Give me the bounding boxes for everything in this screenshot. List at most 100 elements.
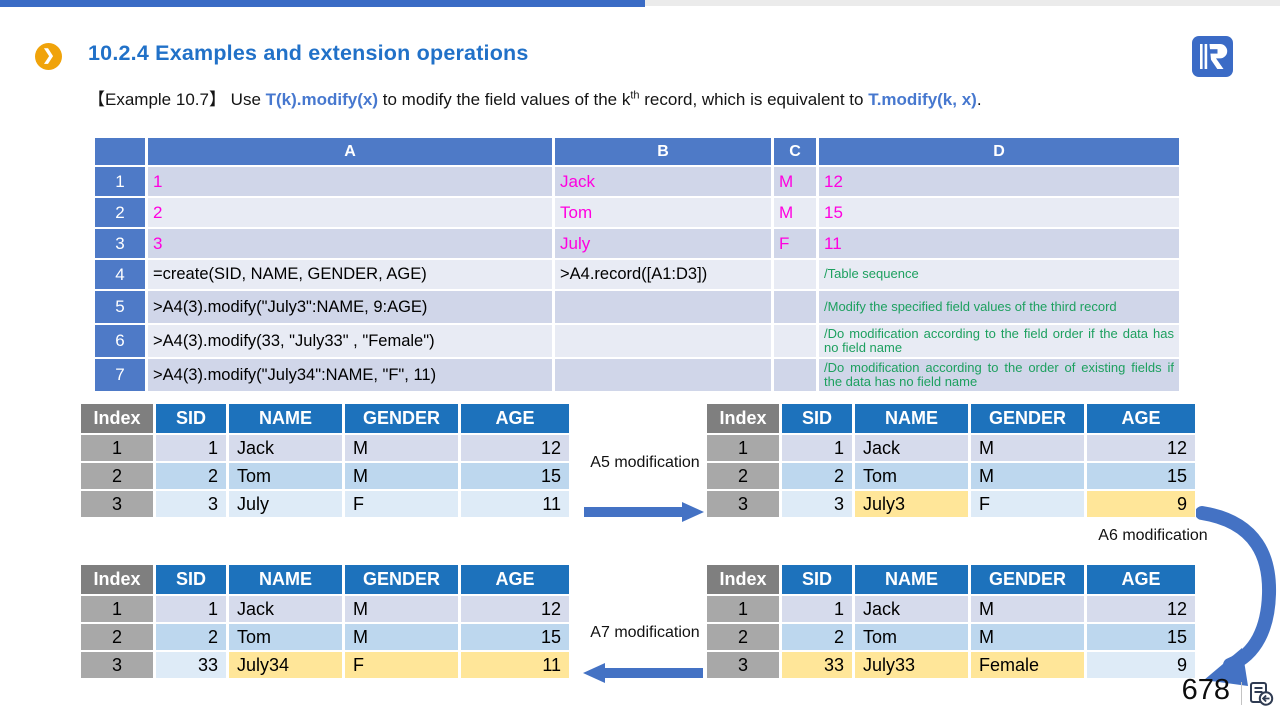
result-cell: 12 [461, 596, 569, 622]
sheet-code-cell: >A4.record([A1:D3]) [555, 260, 771, 289]
result-col-header: NAME [855, 404, 968, 433]
result-cell: M [345, 596, 458, 622]
sheet-code-cell: =create(SID, NAME, GENDER, AGE) [148, 260, 552, 289]
footer-divider [1241, 682, 1242, 705]
sheet-col-header: C [774, 138, 816, 165]
result-col-header: AGE [1087, 565, 1195, 594]
result-cell: 12 [1087, 435, 1195, 461]
sheet-value-cell: 3 [148, 229, 552, 258]
sheet-value-cell: M [774, 198, 816, 227]
result-col-header: Index [81, 404, 153, 433]
sheet-empty-cell [774, 359, 816, 391]
sheet-code-cell: >A4(3).modify("July34":NAME, "F", 11) [148, 359, 552, 391]
sheet-value-cell: Jack [555, 167, 771, 196]
result-modified-cell: July33 [855, 652, 968, 678]
sheet-comment-cell: /Do modification according to the order … [819, 359, 1179, 391]
page-number: 678 [1181, 674, 1230, 706]
top-accent-bar [0, 0, 645, 7]
result-col-header: AGE [1087, 404, 1195, 433]
sheet-corner-cell [95, 138, 145, 165]
result-index-cell: 2 [81, 463, 153, 489]
result-col-header: GENDER [345, 565, 458, 594]
sheet-row-number: 1 [95, 167, 145, 196]
result-cell: 15 [461, 463, 569, 489]
sheet-value-cell: F [774, 229, 816, 258]
result-cell: Tom [855, 624, 968, 650]
result-cell: M [971, 624, 1084, 650]
result-modified-cell: Female [971, 652, 1084, 678]
result-cell: July [229, 491, 342, 517]
result-cell: Jack [855, 435, 968, 461]
sheet-row-number: 4 [95, 260, 145, 289]
sheet-row-number: 7 [95, 359, 145, 391]
sheet-comment-cell: /Do modification according to the field … [819, 325, 1179, 357]
result-index-cell: 1 [81, 596, 153, 622]
result-cell: 33 [156, 652, 226, 678]
sheet-empty-cell [774, 325, 816, 357]
result-index-cell: 3 [81, 652, 153, 678]
result-index-cell: 1 [707, 435, 779, 461]
result-col-header: SID [156, 404, 226, 433]
result-cell: 2 [782, 463, 852, 489]
sheet-code-cell: >A4(3).modify(33, "July33" , "Female") [148, 325, 552, 357]
result-cell: 2 [156, 624, 226, 650]
a5-right-arrow-icon [584, 502, 704, 522]
sheet-value-cell: 1 [148, 167, 552, 196]
ordinal-superscript: th [630, 89, 640, 102]
sheet-code-cell [555, 325, 771, 357]
notes-return-icon[interactable] [1248, 681, 1274, 707]
example-label: 【Example 10.7】 [88, 90, 226, 109]
result-cell: Jack [229, 596, 342, 622]
sheet-comment-cell: /Table sequence [819, 260, 1179, 289]
result-cell: M [971, 463, 1084, 489]
result-cell: Jack [229, 435, 342, 461]
result-cell: Tom [229, 463, 342, 489]
result-col-header: GENDER [971, 404, 1084, 433]
result-cell: 11 [461, 491, 569, 517]
result-modified-cell: F [345, 652, 458, 678]
sheet-code-cell [555, 291, 771, 323]
result-cell: F [971, 491, 1084, 517]
result-cell: F [345, 491, 458, 517]
a7-modification-label: A7 modification [590, 624, 700, 641]
raqsoft-logo-icon [1192, 36, 1233, 77]
result-col-header: NAME [229, 565, 342, 594]
sheet-empty-cell [774, 291, 816, 323]
result-cell: 1 [782, 435, 852, 461]
result-index-cell: 2 [707, 463, 779, 489]
result-index-cell: 3 [707, 491, 779, 517]
result-col-header: SID [156, 565, 226, 594]
sheet-value-cell: 2 [148, 198, 552, 227]
result-cell: 2 [156, 463, 226, 489]
result-modified-cell: 33 [782, 652, 852, 678]
result-col-header: SID [782, 565, 852, 594]
code-ref-1: T(k).modify(x) [265, 90, 379, 109]
top-gray-bar [645, 0, 1280, 6]
sheet-col-header: D [819, 138, 1179, 165]
result-col-header: SID [782, 404, 852, 433]
sheet-code-cell [555, 359, 771, 391]
sheet-row-number: 3 [95, 229, 145, 258]
result-cell: 15 [1087, 463, 1195, 489]
result-cell: 15 [1087, 624, 1195, 650]
sheet-code-cell: >A4(3).modify("July3":NAME, 9:AGE) [148, 291, 552, 323]
chevron-bullet-icon: ❯ [35, 43, 62, 70]
result-index-cell: 3 [81, 491, 153, 517]
result-cell: 15 [461, 624, 569, 650]
result-cell: 12 [1087, 596, 1195, 622]
result-col-header: Index [81, 565, 153, 594]
sheet-col-header: B [555, 138, 771, 165]
sheet-row-number: 2 [95, 198, 145, 227]
result-col-header: NAME [855, 565, 968, 594]
sheet-col-header: A [148, 138, 552, 165]
result-cell: M [345, 624, 458, 650]
sheet-value-cell: July [555, 229, 771, 258]
result-col-header: GENDER [345, 404, 458, 433]
sheet-value-cell: 15 [819, 198, 1179, 227]
sheet-row-number: 5 [95, 291, 145, 323]
result-cell: M [971, 596, 1084, 622]
